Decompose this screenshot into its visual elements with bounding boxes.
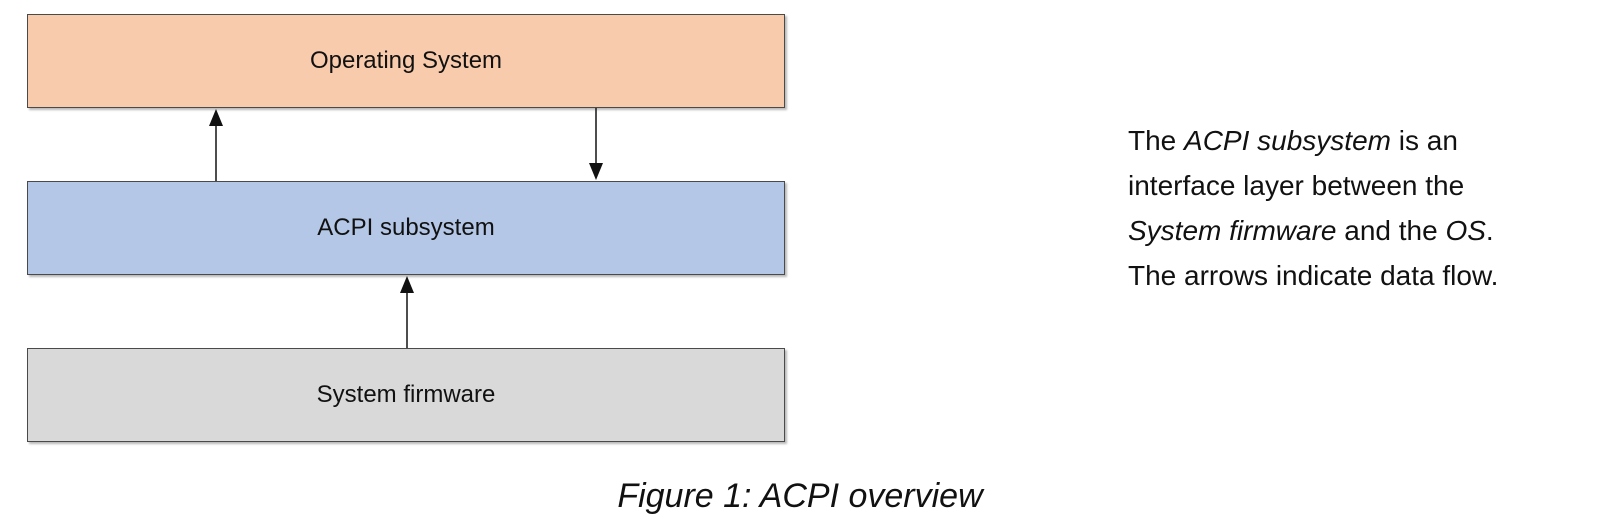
note-text: and the bbox=[1336, 215, 1446, 246]
system-firmware-layer: System firmware bbox=[27, 348, 785, 442]
note-emphasis: ACPI subsystem bbox=[1184, 125, 1391, 156]
note-emphasis: OS bbox=[1445, 215, 1486, 246]
note-line-1: The ACPI subsystem is an bbox=[1128, 118, 1588, 163]
note-text: . bbox=[1485, 215, 1494, 246]
system-firmware-label: System firmware bbox=[316, 381, 496, 408]
note-emphasis: System firmware bbox=[1128, 215, 1337, 246]
note-text: is an bbox=[1390, 125, 1458, 156]
figure-caption: Figure 1: ACPI overview bbox=[617, 477, 983, 515]
note-line-4: The arrows indicate data flow. bbox=[1128, 260, 1499, 291]
arrow-acpi-to-os bbox=[209, 109, 223, 181]
arrow-os-to-acpi bbox=[589, 108, 603, 180]
note-line-2: interface layer between the bbox=[1128, 170, 1465, 201]
operating-system-label: Operating System bbox=[309, 47, 503, 74]
side-note: The ACPI subsystem is an interface layer… bbox=[1128, 118, 1588, 298]
note-line-3: System firmware and the OS. bbox=[1128, 208, 1588, 253]
acpi-subsystem-label: ACPI subsystem bbox=[317, 214, 495, 241]
acpi-subsystem-layer: ACPI subsystem bbox=[27, 181, 785, 275]
arrow-firmware-to-acpi bbox=[400, 276, 414, 348]
operating-system-layer: Operating System bbox=[27, 14, 785, 108]
note-text: The bbox=[1128, 125, 1185, 156]
